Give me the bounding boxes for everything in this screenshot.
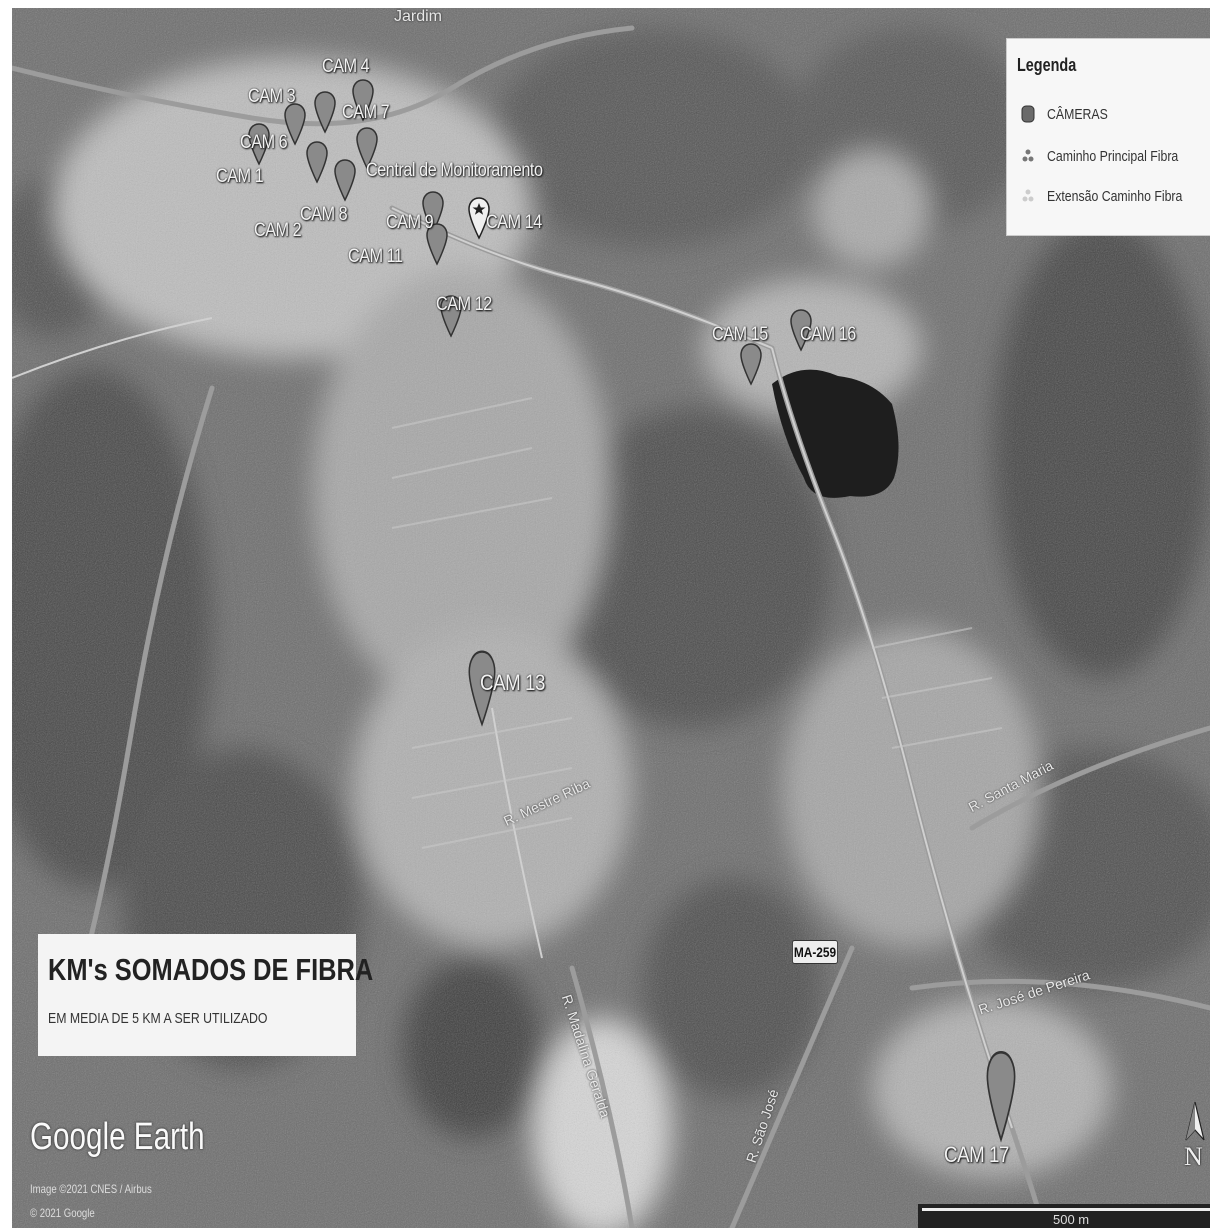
fiber-extension-path-icon <box>1022 189 1034 202</box>
legend-item-label: Caminho Principal Fibra <box>1047 147 1179 165</box>
camera-pin-icon[interactable] <box>740 342 762 386</box>
summary-subtitle: EM MEDIA DE 5 KM A SER UTILIZADO <box>48 1010 268 1027</box>
camera-pin-icon[interactable] <box>314 90 336 134</box>
scale-label: 500 m <box>1053 1212 1090 1227</box>
camera-pin-icon[interactable] <box>790 308 812 352</box>
cam-label: CAM 13 <box>480 670 546 695</box>
camera-pin-icon[interactable] <box>440 294 462 338</box>
cam-label: CAM 17 <box>944 1142 1010 1167</box>
camera-pin-icon[interactable] <box>426 222 448 266</box>
camera-pin-icon[interactable] <box>986 1048 1016 1144</box>
legend-item-main-fiber: Caminho Principal Fibra <box>1021 145 1207 167</box>
cam-label: CAM 14 <box>486 212 542 233</box>
central-monitoring-label: Central de Monitoramento <box>366 160 543 181</box>
camera-pin-icon[interactable] <box>284 102 306 146</box>
fiber-main-path-icon <box>1022 149 1034 162</box>
camera-pin-icon[interactable] <box>352 78 374 122</box>
fiber-summary-box: KM's SOMADOS DE FIBRA EM MEDIA DE 5 KM A… <box>38 934 373 1056</box>
cam-label: CAM 1 <box>216 166 264 187</box>
scale-line <box>922 1208 1210 1211</box>
cam-label: CAM 11 <box>348 246 403 267</box>
street-label: Jardim <box>394 8 443 25</box>
cam-label: CAM 6 <box>240 132 288 153</box>
legend-title: Legenda <box>1017 55 1077 75</box>
camera-pin-icon[interactable] <box>306 140 328 184</box>
cam-label: CAM 15 <box>712 324 768 345</box>
camera-pin-icon <box>1021 105 1035 123</box>
camera-pin-icon[interactable] <box>334 158 356 202</box>
cam-label: CAM 4 <box>322 56 370 77</box>
camera-pin-icon[interactable] <box>468 648 496 728</box>
cam-label: CAM 16 <box>800 324 856 345</box>
scale-bar: 500 m <box>918 1204 1210 1228</box>
cam-label: CAM 8 <box>300 204 348 225</box>
camera-pin-icon[interactable] <box>248 122 270 166</box>
route-shield: MA-259 <box>792 940 838 964</box>
cam-label: CAM 12 <box>436 294 492 315</box>
central-monitoring-pin-icon[interactable] <box>468 196 490 240</box>
camera-pin-icon[interactable] <box>356 126 378 170</box>
legend-item-cameras: CÂMERAS <box>1021 103 1121 125</box>
cam-label: CAM 7 <box>342 102 390 123</box>
cam-label: CAM 3 <box>248 86 296 107</box>
map-legend: Legenda CÂMERAS Caminho Principal Fibra … <box>1006 38 1210 236</box>
google-earth-logo: Google Earth <box>30 1116 205 1158</box>
summary-title: KM's SOMADOS DE FIBRA <box>48 952 374 987</box>
satellite-map[interactable]: CAM 4 CAM 3 CAM 7 CAM 6 CAM 1 Central de… <box>12 8 1210 1228</box>
copyright-credit: © 2021 Google <box>30 1206 95 1220</box>
north-arrow-icon: N <box>1180 1100 1210 1171</box>
legend-item-label: CÂMERAS <box>1047 105 1108 123</box>
legend-item-fiber-extension: Extensão Caminho Fibra <box>1021 185 1210 207</box>
cam-label: CAM 9 <box>386 212 434 233</box>
legend-item-label: Extensão Caminho Fibra <box>1047 187 1183 205</box>
imagery-credit: Image ©2021 CNES / Airbus <box>30 1182 152 1196</box>
north-label: N <box>1184 1142 1203 1171</box>
cam-label: CAM 2 <box>254 220 302 241</box>
